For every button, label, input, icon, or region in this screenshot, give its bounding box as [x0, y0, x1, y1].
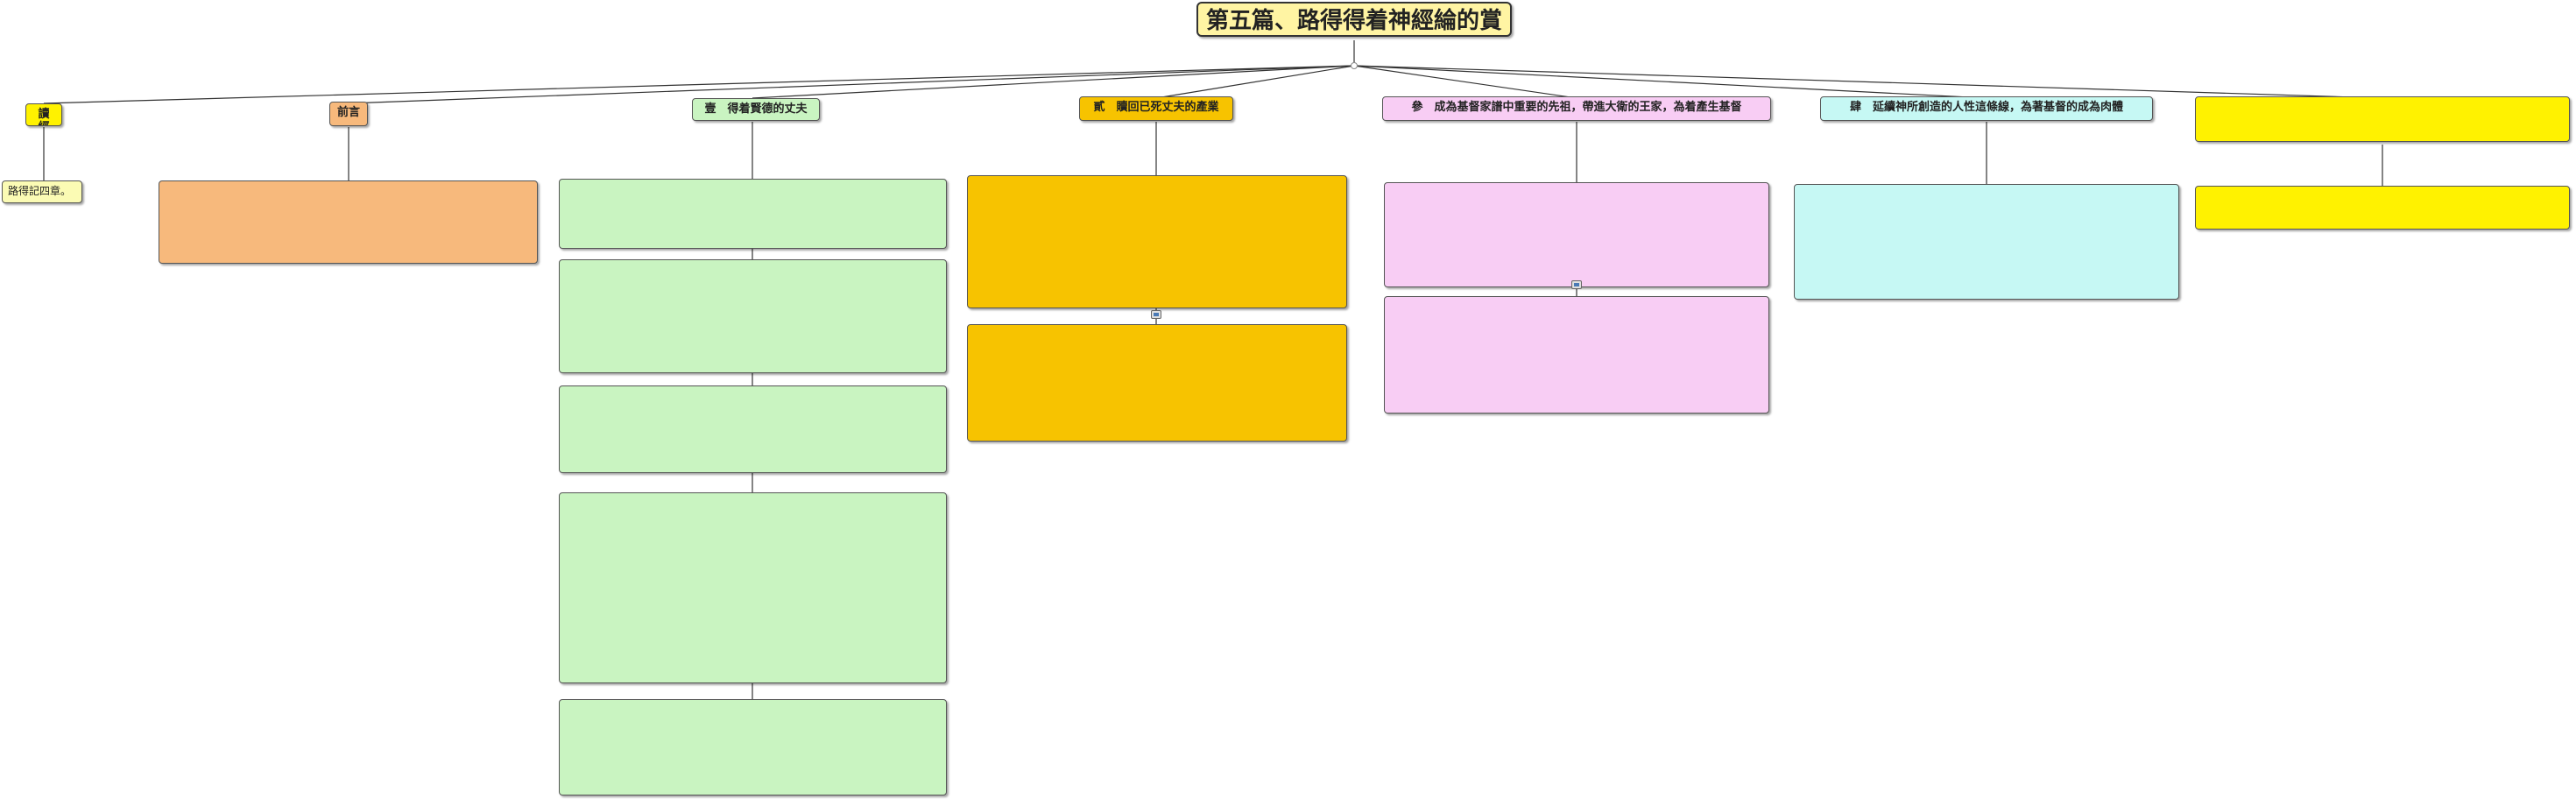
branch-label-reading: 讀經 — [38, 108, 50, 125]
attachment-icon[interactable] — [1151, 310, 1161, 319]
branch-preface[interactable]: 前言 — [329, 102, 368, 126]
branch-label-preface: 前言 — [337, 106, 361, 119]
branch-4[interactable]: 肆 延續神所創造的人性這條線，為著基督的成為肉體 — [1820, 96, 2153, 121]
card-4a[interactable] — [1794, 184, 2179, 300]
card-preface[interactable] — [159, 180, 538, 264]
branch-label-3: 參 成為基督家譜中重要的先祖，帶進大衛的王家，為着產生基督 — [1411, 101, 1742, 114]
card-2b[interactable] — [967, 324, 1347, 442]
card-1e[interactable] — [559, 699, 947, 795]
branch-3[interactable]: 參 成為基督家譜中重要的先祖，帶進大衛的王家，為着產生基督 — [1382, 96, 1771, 121]
card-1c[interactable] — [559, 385, 947, 473]
root-fold-icon[interactable] — [1351, 62, 1358, 69]
branch-label-1: 壹 得着賢德的丈夫 — [704, 103, 808, 116]
card-reading[interactable]: 路得記四章。 — [2, 180, 82, 203]
card-1d[interactable] — [559, 492, 947, 683]
card-1a[interactable] — [559, 179, 947, 249]
attachment-icon[interactable] — [1571, 280, 1582, 289]
card-reading-text: 路得記四章。 — [8, 185, 72, 197]
branch-label-4: 肆 延續神所創造的人性這條線，為著基督的成為肉體 — [1849, 101, 2123, 114]
root-title: 第五篇、路得得着神經綸的賞賜 — [1205, 8, 1502, 34]
branch-reading[interactable]: 讀經 — [25, 103, 62, 126]
card-2a[interactable] — [967, 175, 1347, 308]
card-5a[interactable] — [2195, 186, 2570, 230]
branch-5[interactable] — [2195, 96, 2570, 142]
card-3a[interactable] — [1384, 182, 1769, 287]
card-1b[interactable] — [559, 259, 947, 373]
branch-label-2: 貳 贖回已死丈夫的產業 — [1093, 101, 1219, 114]
root-topic[interactable]: 第五篇、路得得着神經綸的賞賜 — [1196, 2, 1512, 37]
branch-1[interactable]: 壹 得着賢德的丈夫 — [692, 98, 820, 121]
branch-2[interactable]: 貳 贖回已死丈夫的產業 — [1079, 96, 1233, 121]
card-3b[interactable] — [1384, 296, 1769, 414]
